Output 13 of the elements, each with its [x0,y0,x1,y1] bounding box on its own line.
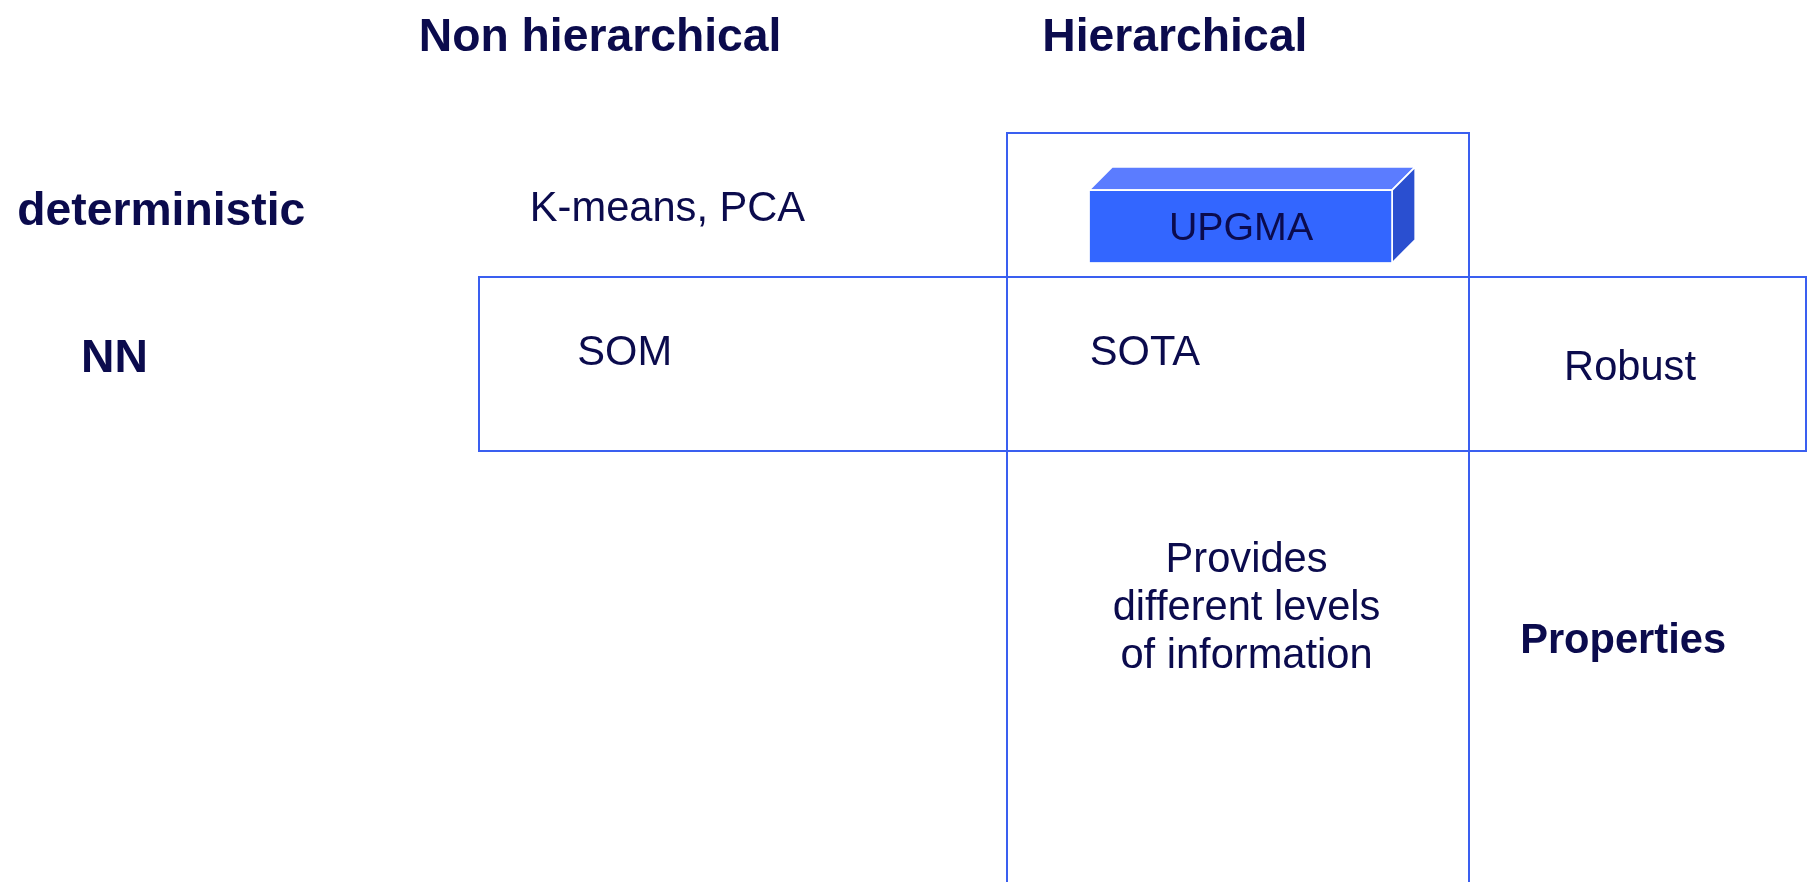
column-heading: Hierarchical [1042,9,1308,63]
cell-text: K-means, PCA [529,182,806,231]
column-heading: Non hierarchical [418,9,782,63]
cell-text: Robust [1564,342,1696,391]
block-label: UPGMA [1167,204,1315,250]
row-heading: Properties [1520,615,1727,664]
row-band [477,276,1808,453]
cell-text: SOM [577,327,673,376]
cell-text: Provides different levels of information [1111,534,1382,679]
cell-text: SOTA [1089,327,1201,376]
column-band [1006,131,1471,882]
row-heading: deterministic [17,182,306,236]
row-heading: NN [80,329,148,383]
